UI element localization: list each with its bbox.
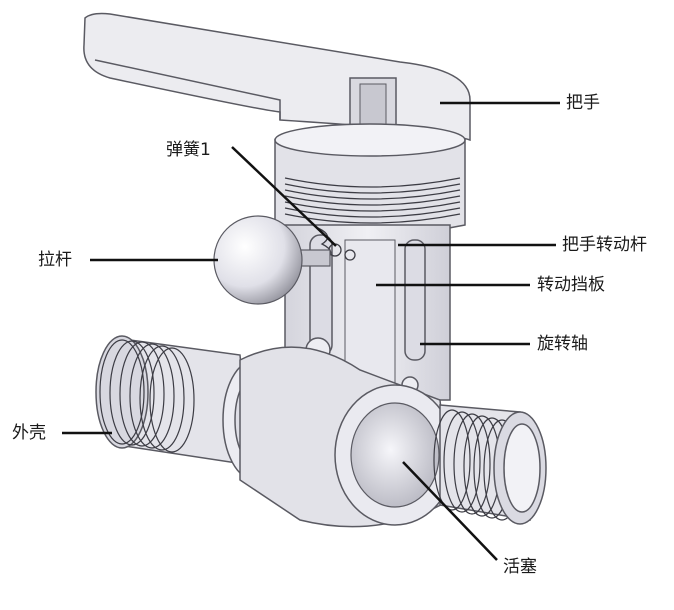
label-handle-rotating-rod: 把手转动杆 bbox=[562, 235, 647, 255]
handle-collar bbox=[274, 123, 466, 236]
piston-part bbox=[350, 402, 440, 508]
label-rotating-baffle: 转动挡板 bbox=[537, 275, 605, 295]
housing-right-pipe bbox=[433, 404, 547, 525]
label-handle: 把手 bbox=[566, 93, 600, 113]
label-spring: 弹簧1 bbox=[166, 140, 211, 160]
leader-spring bbox=[231, 146, 337, 247]
label-rotating-shaft: 旋转轴 bbox=[537, 334, 588, 354]
label-housing: 外壳 bbox=[12, 423, 46, 443]
label-pull-rod: 拉杆 bbox=[38, 250, 72, 270]
leader-piston bbox=[402, 461, 498, 561]
callout-lines bbox=[62, 101, 560, 561]
label-piston: 活塞 bbox=[503, 557, 537, 577]
